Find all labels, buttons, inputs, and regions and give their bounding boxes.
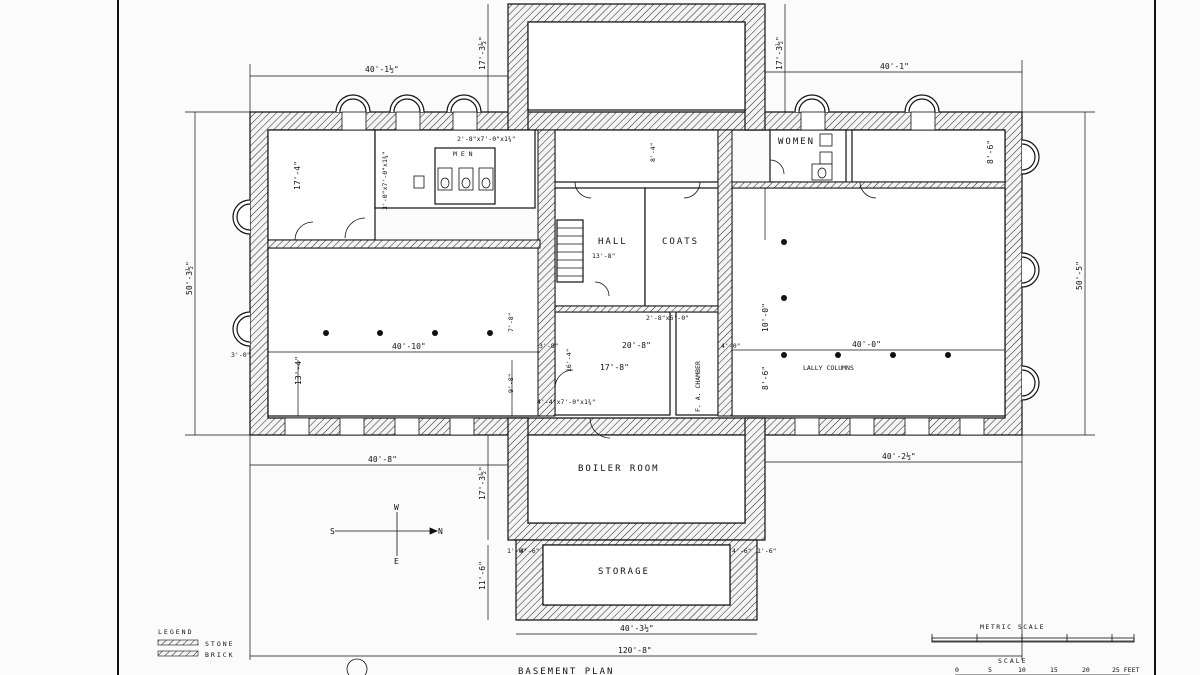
dim-right-low: 8'-6" xyxy=(761,366,770,390)
room-storage-label: STORAGE xyxy=(598,567,650,577)
dim-right-height: 50'-5" xyxy=(1075,261,1084,290)
dim-1-6-right: 1'-6" xyxy=(757,547,777,555)
dim-9-8: 9'-8" xyxy=(507,373,515,393)
metric-scale-label: METRIC SCALE xyxy=(980,623,1045,631)
dim-hall-width: 13'-8" xyxy=(592,252,615,260)
dim-right-top-height: 8'-6" xyxy=(986,140,995,164)
dim-bottom-left: 40'-8" xyxy=(368,455,397,464)
dim-7-8: 7'-8" xyxy=(507,312,515,332)
toilet-fixtures xyxy=(413,133,833,191)
legend-brick-swatch xyxy=(157,650,199,657)
door-spec-4: 2'-8"x6'-0" xyxy=(646,314,689,322)
interior-walls xyxy=(267,21,1006,606)
door-spec-3: 4'-4"x7'-0"x1¾" xyxy=(537,398,596,406)
room-coats-label: COATS xyxy=(662,237,699,247)
stamp-seal xyxy=(346,658,368,675)
dim-right-mid: 10'-0" xyxy=(761,303,770,332)
dim-center-room-b: 17'-8" xyxy=(600,363,629,372)
lally-columns-label: LALLY COLUMNS xyxy=(803,364,854,372)
dim-overall: 120'-8" xyxy=(618,646,652,655)
room-fa-chamber-label: F. A. CHAMBER xyxy=(694,361,702,412)
dim-north-wing: 17'-3½" xyxy=(477,36,487,70)
dim-center-room-width: 20'-8" xyxy=(622,341,651,350)
door-spec-2: 2'-8"x7'-0"x1¾" xyxy=(457,135,516,143)
legend-heading: LEGEND xyxy=(158,628,193,636)
dim-left-top-height: 17'-4" xyxy=(293,161,302,190)
dim-left-height: 50'-3½" xyxy=(184,261,194,295)
dim-4-6-left: 4'-6" xyxy=(520,547,540,555)
dim-north-wing-b: 17'-3½" xyxy=(774,36,784,70)
room-men-label: M E N xyxy=(453,150,473,158)
dim-16-4: 16'-4" xyxy=(565,349,573,372)
dim-3-8: 3'-8" xyxy=(539,342,559,350)
dim-4-0: 4'-0" xyxy=(721,342,741,350)
dim-top-left: 40'-1½" xyxy=(365,64,399,74)
room-women-label: WOMEN xyxy=(778,137,815,147)
dim-bottom-center: 40'-3½" xyxy=(620,623,654,633)
scale-tick-25: 25 FEET xyxy=(1112,666,1139,674)
window-bays xyxy=(232,94,1040,401)
dim-south-small: 11'-6" xyxy=(478,561,487,590)
legend-brick: BRICK xyxy=(205,651,235,659)
stair-treads xyxy=(557,227,583,277)
scale-tick-20: 20 xyxy=(1082,666,1090,674)
compass-s: S xyxy=(330,527,335,536)
compass-e: E xyxy=(394,557,399,566)
door-spec-1: 3'-0"x7'-0"x1¾" xyxy=(381,151,389,210)
metric-scale-bar xyxy=(931,634,1135,643)
legend-stone-swatch xyxy=(157,639,199,646)
lally-column-dots xyxy=(323,239,951,358)
dim-3-0: 3'-0" xyxy=(231,351,251,359)
room-boiler-label: BOILER ROOM xyxy=(578,464,660,474)
window-openings xyxy=(284,111,985,436)
compass-n: N xyxy=(438,527,443,536)
scale-tick-0: 0 xyxy=(955,666,959,674)
scale-tick-5: 5 xyxy=(988,666,992,674)
dim-left-room-height: 13'-4" xyxy=(294,356,303,385)
dimension-lines xyxy=(185,4,1095,660)
plan-title: BASEMENT PLAN xyxy=(518,667,614,675)
dim-left-room-width: 40'-10" xyxy=(392,342,426,351)
door-swings xyxy=(294,159,877,439)
scale-tick-10: 10 xyxy=(1018,666,1026,674)
dim-top-right: 40'-1" xyxy=(880,62,909,71)
legend-stone: STONE xyxy=(205,640,235,648)
dim-south-wing: 17'-3½" xyxy=(477,466,487,500)
room-hall-label: HALL xyxy=(598,237,628,247)
dim-bottom-right: 40'-2½" xyxy=(882,451,916,461)
dim-right-room-width: 40'-0" xyxy=(852,340,881,349)
dim-4-6-right: 4'-6" xyxy=(732,547,752,555)
compass-rose xyxy=(335,512,439,556)
compass-w: W xyxy=(394,503,399,512)
scale-tick-15: 15 xyxy=(1050,666,1058,674)
dim-8-4: 8'-4" xyxy=(649,142,657,162)
scale-label: SCALE xyxy=(998,657,1028,665)
dim-1-6-left: 1'-6" xyxy=(507,547,527,555)
interior-hatched-walls xyxy=(267,129,1006,417)
